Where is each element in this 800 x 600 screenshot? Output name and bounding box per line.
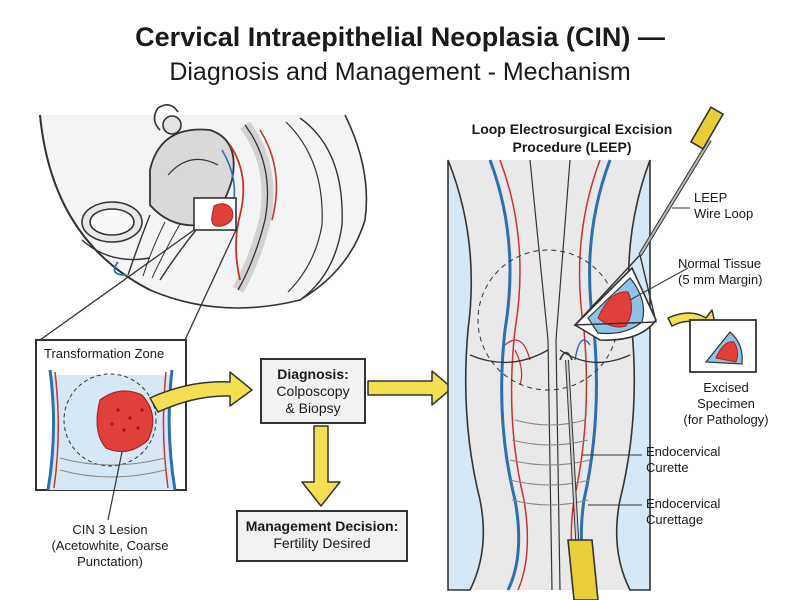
leep-heading-line-2: Procedure (LEEP)	[512, 139, 632, 155]
endocervical-curette-line-2: Curette	[646, 460, 689, 475]
diagnosis-box: Diagnosis: Colposcopy & Biopsy	[260, 358, 366, 424]
title-line-1: Cervical Intraepithelial Neoplasia (CIN)…	[135, 22, 665, 52]
excised-specimen-line-2: Specimen	[697, 396, 755, 411]
diagnosis-line-1: Colposcopy	[276, 383, 350, 399]
excised-specimen-box	[689, 319, 757, 373]
cin3-lesion-label: CIN 3 Lesion (Acetowhite, Coarse Punctat…	[20, 522, 200, 570]
endocervical-curette-line-1: Endocervical	[646, 444, 721, 459]
leep-heading: Loop Electrosurgical Excision Procedure …	[452, 120, 692, 156]
normal-tissue-line-2: (5 mm Margin)	[678, 272, 763, 287]
endocervical-curettage-line-1: Endocervical	[646, 496, 721, 511]
endocervical-curettage-line-2: Curettage	[646, 512, 704, 527]
excised-specimen-line-3: (for Pathology)	[683, 412, 769, 427]
cin3-lesion-label-line-1: CIN 3 Lesion	[72, 522, 148, 537]
management-line: Fertility Desired	[273, 535, 371, 551]
normal-tissue-label: Normal Tissue (5 mm Margin)	[678, 256, 763, 288]
leep-wire-loop-line-1: LEEP	[694, 190, 728, 205]
cin3-lesion-label-line-2: (Acetowhite, Coarse	[51, 538, 169, 553]
management-heading: Management Decision:	[245, 518, 399, 534]
endocervical-curettage-label: Endocervical Curettage	[646, 496, 720, 528]
leep-wire-loop-line-2: Wire Loop	[694, 206, 754, 221]
cin3-lesion-label-line-3: Punctation)	[77, 554, 143, 569]
management-box: Management Decision: Fertility Desired	[236, 510, 408, 562]
leep-heading-line-1: Loop Electrosurgical Excision	[471, 121, 673, 137]
excised-specimen-line-1: Excised	[703, 380, 749, 395]
diagnosis-line-2: & Biopsy	[285, 400, 341, 416]
arrow-inset-to-diagnosis	[149, 371, 253, 413]
excised-specimen-label: Excised Specimen (for Pathology)	[676, 380, 776, 428]
title-line-2: Diagnosis and Management - Mechanism	[169, 58, 631, 86]
transformation-zone-inset	[35, 339, 187, 521]
normal-tissue-line-1: Normal Tissue	[678, 256, 762, 271]
arrow-diagnosis-to-management	[301, 425, 341, 507]
diagnosis-heading: Diagnosis:	[277, 366, 349, 382]
pelvic-anatomy-illustration	[39, 104, 368, 341]
leep-wire-loop-label: LEEP Wire Loop	[694, 190, 753, 222]
endocervical-curette-label: Endocervical Curette	[646, 444, 720, 476]
arrow-diagnosis-to-leep	[367, 370, 453, 406]
leep-cervix-illustration	[447, 106, 725, 600]
inset-heading: Transformation Zone	[44, 346, 165, 361]
